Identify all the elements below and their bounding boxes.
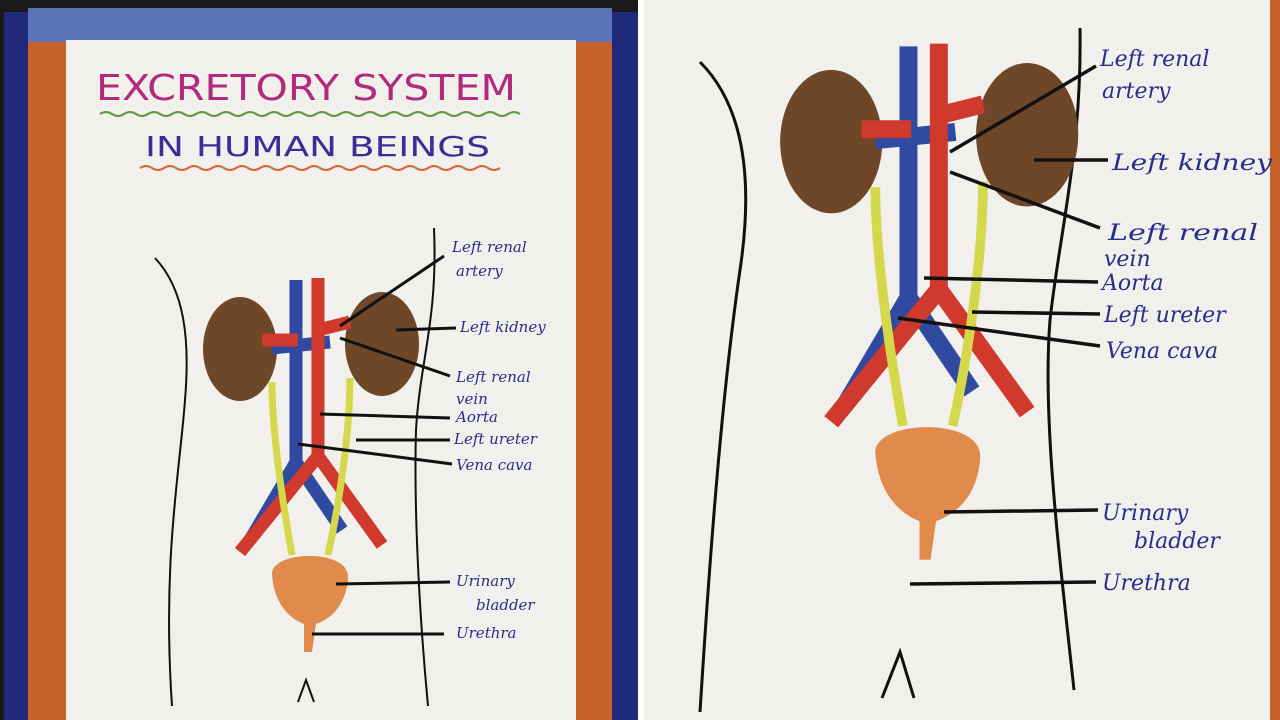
photo-divider xyxy=(638,0,644,720)
label-urinary-bladder-1-zoom: Urinary xyxy=(1102,501,1189,526)
label-urethra: Urethra xyxy=(456,624,517,642)
glitter-border-top xyxy=(28,8,612,42)
poster-title-line1: EXCRETORY SYSTEM xyxy=(96,68,516,109)
label-left-kidney-zoom: Left kidney xyxy=(1111,151,1273,176)
label-urinary-bladder-2-zoom: bladder xyxy=(1134,529,1221,554)
label-left-renal-vein-2: vein xyxy=(456,390,488,408)
leg-split xyxy=(297,677,315,703)
label-left-renal-vein-1: Left renal xyxy=(455,368,531,386)
pointer-lines xyxy=(297,254,457,636)
label-vena-cava-zoom: Vena cava xyxy=(1106,339,1218,364)
label-aorta-zoom: Aorta xyxy=(1100,271,1164,296)
label-left-renal-artery-2: artery xyxy=(456,262,503,280)
label-left-kidney: Left kidney xyxy=(459,318,546,336)
body-outline-left xyxy=(414,227,436,707)
label-left-renal-vein-2-zoom: vein xyxy=(1104,247,1151,272)
label-urinary-bladder-1: Urinary xyxy=(456,572,515,590)
poster-title-line2: IN HUMAN BEINGS xyxy=(145,130,490,163)
glitter-border-left xyxy=(28,14,68,720)
glitter-border-right xyxy=(572,14,612,720)
label-left-ureter: Left ureter xyxy=(453,430,538,448)
title-underline-green xyxy=(99,111,521,117)
label-vena-cava: Vena cava xyxy=(456,456,532,474)
edge-strip xyxy=(1270,0,1280,720)
label-aorta: Aorta xyxy=(454,408,498,426)
body-outline-right xyxy=(154,257,188,707)
label-left-renal-vein-1-zoom: Left renal xyxy=(1107,221,1258,246)
right-photo: Left renal artery Left kidney Left renal… xyxy=(638,0,1280,720)
body-outline-right-zoom xyxy=(698,60,748,713)
label-left-renal-artery-2-zoom: artery xyxy=(1102,79,1171,104)
pointer-lines-zoom xyxy=(897,64,1108,586)
label-left-renal-artery-1: Left renal xyxy=(451,238,527,256)
leg-split-zoom xyxy=(880,647,916,699)
title-underline-orange xyxy=(139,165,501,171)
label-left-renal-artery-1-zoom: Left renal xyxy=(1099,47,1209,72)
label-urethra-zoom: Urethra xyxy=(1102,571,1191,596)
label-left-ureter-zoom: Left ureter xyxy=(1103,303,1227,328)
left-photo: EXCRETORY SYSTEM IN HUMAN BEINGS Left re… xyxy=(4,8,640,720)
label-urinary-bladder-2: bladder xyxy=(476,596,535,614)
